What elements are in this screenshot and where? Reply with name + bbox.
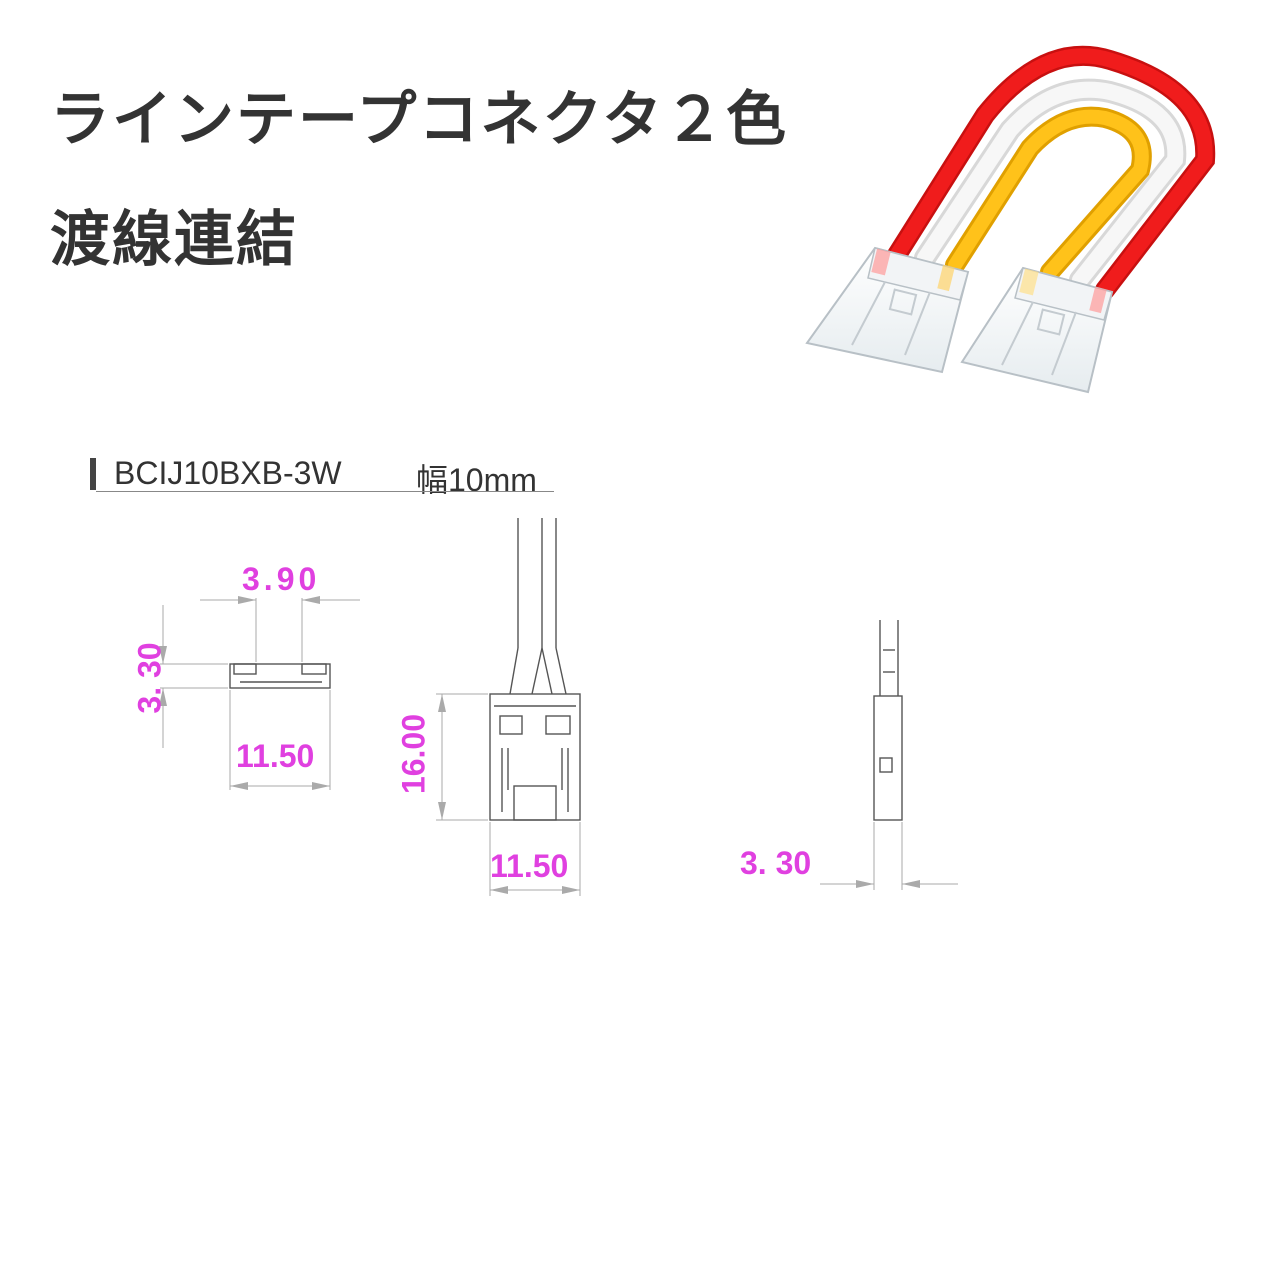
dim-end-view-total: 11.50: [236, 738, 314, 774]
dim-end-view-height: 3. 30: [131, 642, 167, 713]
side-view: [820, 620, 958, 890]
page-title: ラインテープコネクタ２色: [50, 85, 788, 155]
model-code: BCIJ10BXB-3W: [114, 455, 342, 491]
front-view: [436, 518, 581, 896]
model-width: 幅10mm: [416, 462, 537, 498]
connector-product-image: [805, 45, 1216, 394]
page-subtitle: 渡線連結: [50, 205, 298, 275]
left-clip: [805, 246, 970, 374]
right-clip: [960, 266, 1114, 394]
dim-front-view-height: 16.00: [395, 714, 431, 794]
model-underline: [96, 491, 554, 492]
end-view: [159, 596, 360, 790]
dim-end-view-width: 3.90: [242, 561, 320, 597]
dim-front-view-width: 11.50: [490, 848, 568, 884]
model-marker: [90, 458, 96, 490]
dim-side-view-thickness: 3. 30: [740, 845, 811, 881]
